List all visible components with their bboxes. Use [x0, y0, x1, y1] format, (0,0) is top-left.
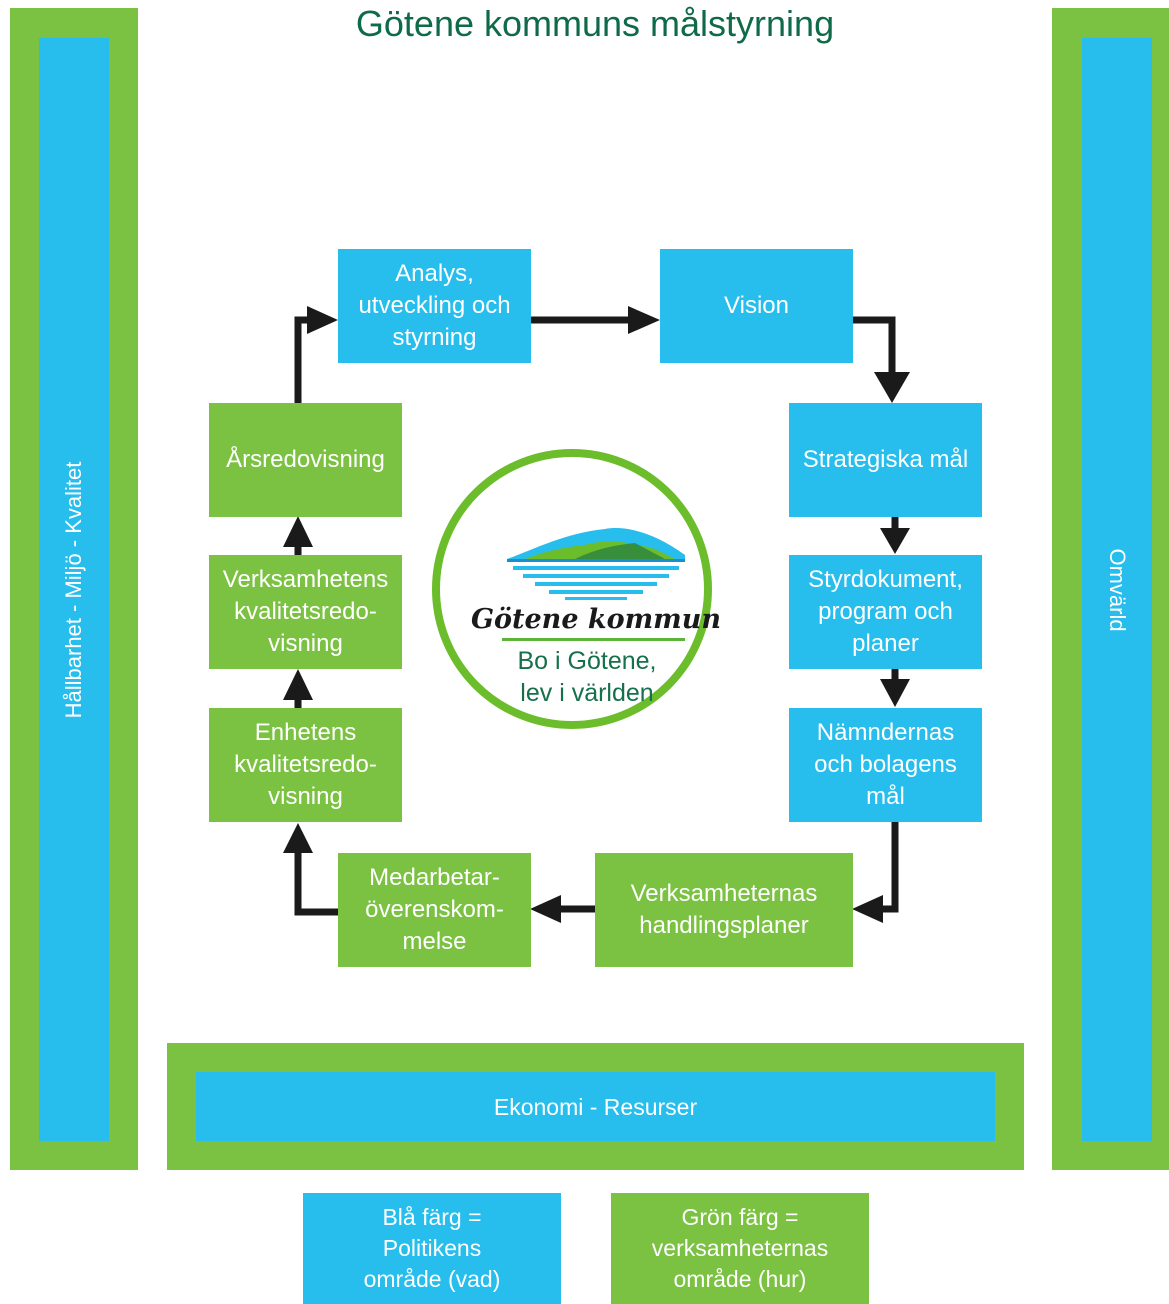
arrowhead-vision: [628, 306, 660, 334]
arrowhead-arsredovisning: [283, 516, 313, 547]
arrowhead-namndernas: [880, 679, 910, 707]
box-handlingsplaner: Verksamheternas handlingsplaner: [595, 853, 853, 967]
diagram-title: Götene kommuns målstyrning: [355, 3, 835, 44]
arrowhead-handlingsplaner: [852, 895, 883, 923]
logo-tagline: Bo i Götene, lev i världen: [517, 647, 657, 707]
right-bar: Omvärld: [1082, 38, 1152, 1141]
arrowhead-strategiska: [874, 372, 910, 403]
box-analys: Analys, utveckling och styrning: [338, 249, 531, 363]
logo-wordmark: Götene kommun: [470, 604, 722, 635]
box-strategiska-mal: Strategiska mål: [789, 403, 982, 517]
gotene-logo-icon: [507, 528, 685, 600]
left-bar: Hållbarhet - Miljö - Kvalitet: [39, 38, 109, 1141]
arrowhead-analys: [307, 306, 338, 334]
box-styrdokument: Styrdokument, program och planer: [789, 555, 982, 669]
arrow-namndernas-to-handlingsplaner: [881, 822, 899, 913]
legend-blue: Blå färg = Politikens område (vad): [303, 1193, 561, 1304]
box-enhetens: Enhetens kvalitetsredo- visning: [209, 708, 402, 822]
bottom-bar: Ekonomi - Resurser: [196, 1072, 995, 1141]
legend-green: Grön färg = verksamheternas område (hur): [611, 1193, 869, 1304]
arrowhead-verksamhetens: [283, 669, 313, 700]
right-bar-label: Omvärld: [1105, 547, 1130, 632]
box-vision: Vision: [660, 249, 853, 363]
center-circle: [432, 449, 712, 729]
arrow-vision-to-strategiska: [853, 316, 896, 372]
box-medarbetar: Medarbetar- överenskom- melse: [338, 853, 531, 967]
arrowhead-medarbetar: [530, 895, 561, 923]
arrowhead-styrdokument: [880, 528, 910, 554]
box-arsredovisning: Årsredovisning: [209, 403, 402, 517]
box-namndernas-mal: Nämndernas och bolagens mål: [789, 708, 982, 822]
arrow-arsredovisning-to-analys: [294, 316, 309, 403]
box-verksamhetens: Verksamhetens kvalitetsredo- visning: [209, 555, 402, 669]
left-bar-label: Hållbarhet - Miljö - Kvalitet: [61, 461, 86, 718]
arrow-medarbetar-to-enhetens: [294, 852, 338, 916]
arrowhead-enhetens: [283, 823, 313, 853]
logo-divider: [502, 638, 685, 641]
